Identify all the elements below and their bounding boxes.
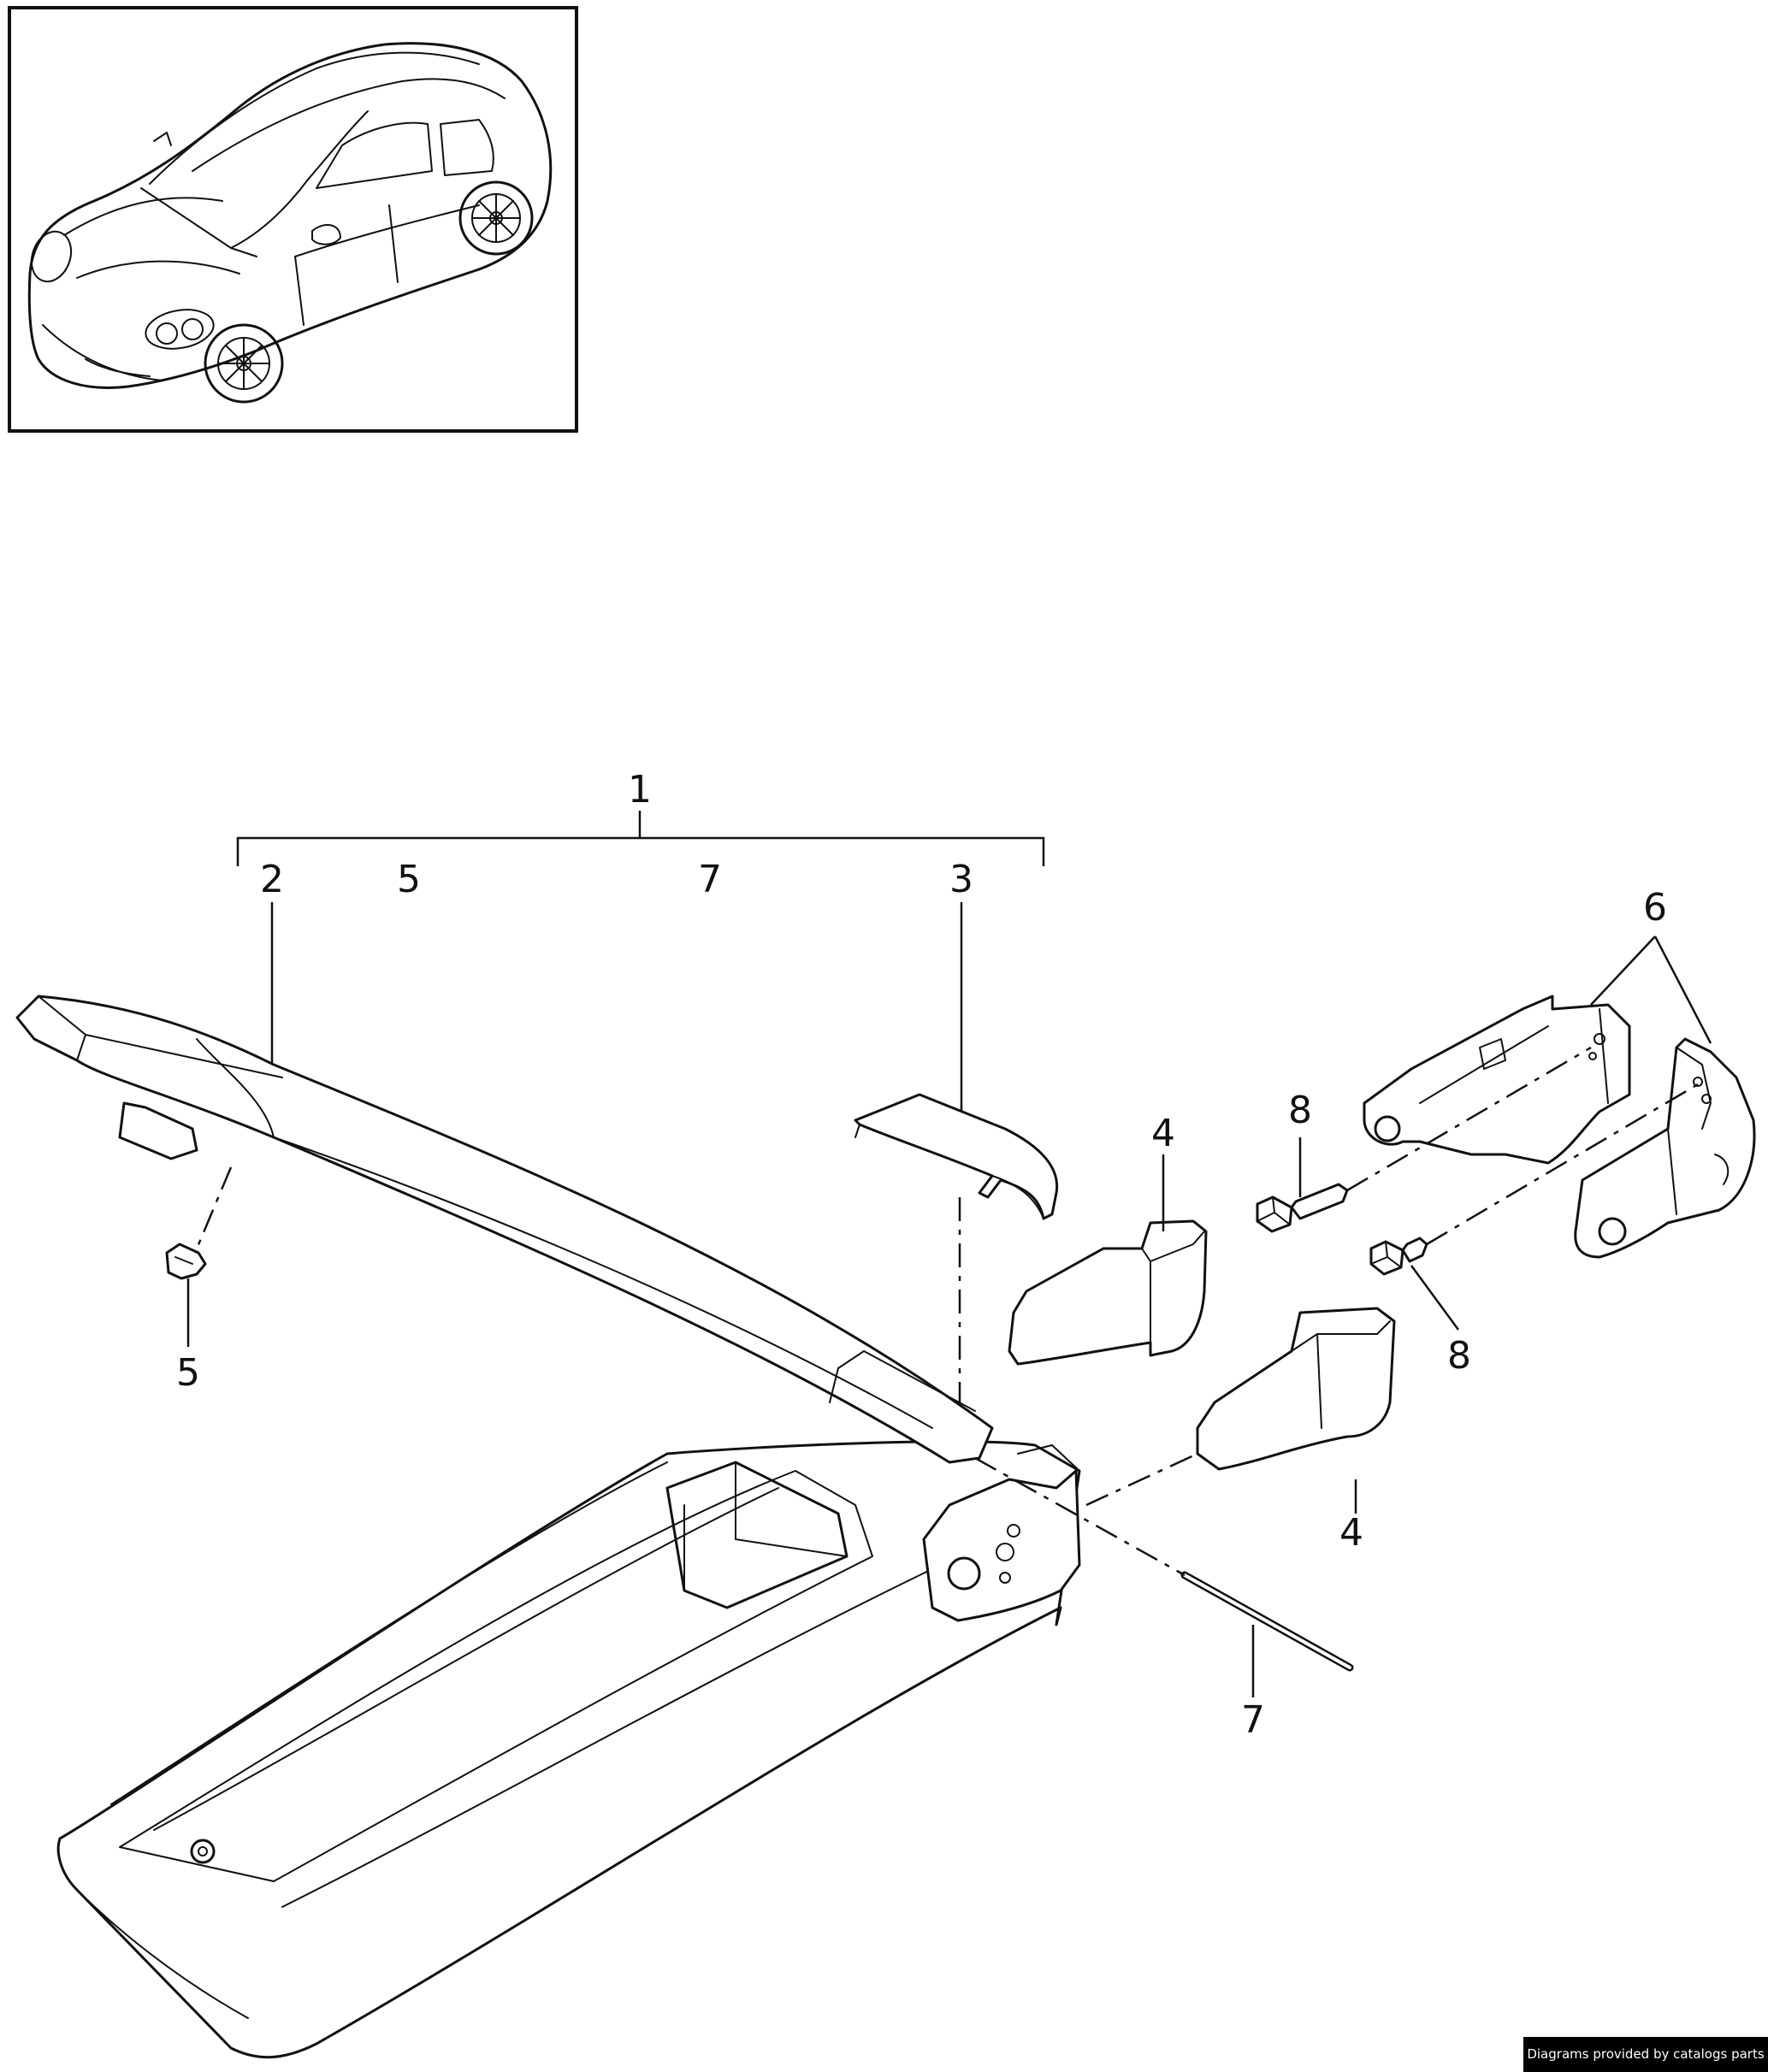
armrest-base bbox=[56, 1440, 1081, 2059]
part-4-upper-pad bbox=[1008, 1219, 1208, 1366]
assembly-dash-lines bbox=[193, 1046, 1699, 1577]
part-7-pin bbox=[1180, 1571, 1354, 1672]
part-8-bolt-upper bbox=[1256, 1183, 1349, 1233]
callout-sub-5: 5 bbox=[397, 858, 421, 901]
callout-8-lower: 8 bbox=[1447, 1334, 1471, 1378]
callout-6: 6 bbox=[1643, 886, 1667, 930]
rear-wheel bbox=[458, 180, 534, 256]
part-6-hinge-brackets bbox=[1363, 995, 1756, 1259]
callout-sub-2: 2 bbox=[260, 858, 284, 901]
callout-5: 5 bbox=[176, 1351, 200, 1395]
callout-sub-7: 7 bbox=[698, 858, 722, 901]
part-4-lower-pad bbox=[1196, 1307, 1396, 1471]
part-5-plug bbox=[165, 1243, 207, 1280]
callout-8-upper: 8 bbox=[1288, 1089, 1312, 1132]
car-outline bbox=[27, 42, 553, 404]
credit-badge: Diagrams provided by catalogs parts bbox=[1523, 2037, 1768, 2072]
callout-7: 7 bbox=[1241, 1698, 1265, 1742]
part-8-bolt-lower bbox=[1369, 1237, 1428, 1276]
assembly-bracket bbox=[236, 811, 1045, 866]
part-3-cap bbox=[854, 1093, 1059, 1220]
front-wheel bbox=[204, 323, 284, 404]
callout-4-upper: 4 bbox=[1151, 1112, 1175, 1155]
leader-lines bbox=[186, 902, 1712, 1697]
callout-1: 1 bbox=[628, 768, 652, 812]
callout-sub-3: 3 bbox=[949, 858, 973, 901]
armrest-lid bbox=[15, 995, 994, 1464]
callout-4-lower: 4 bbox=[1339, 1511, 1363, 1555]
vehicle-thumbnail bbox=[8, 6, 578, 433]
